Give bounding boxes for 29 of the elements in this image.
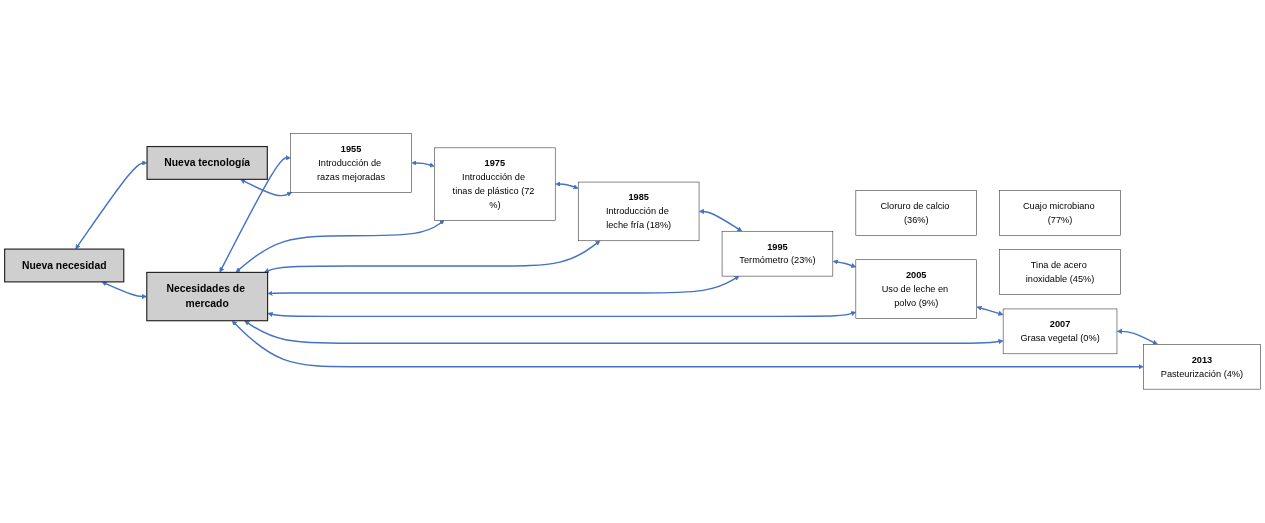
arrow — [264, 240, 601, 273]
arrow — [244, 320, 1004, 345]
node-box: 2005 Uso de leche en polvo (9%) — [855, 259, 977, 319]
arrow — [101, 281, 147, 300]
arrow — [411, 160, 435, 168]
node-box: Tina de acero inoxidable (45%) — [999, 249, 1121, 295]
arrow — [219, 155, 291, 273]
node-box: 2007 Grasa vegetal (0%) — [1002, 308, 1118, 355]
arrow — [75, 160, 148, 250]
node-box: 1975 Introducción de tinas de plástico (72 %) — [434, 147, 556, 221]
node-box: Cuajo microbiano (77%) — [999, 190, 1121, 236]
node-box: 1995 Termómetro (23%) — [721, 231, 834, 277]
node-box: Necesidades de mercado — [146, 271, 269, 322]
node-box: 1985 Introducción de leche fría (18%) — [577, 181, 700, 242]
arrow — [832, 259, 857, 268]
arrow — [699, 209, 743, 232]
arrow — [240, 179, 293, 197]
arrow — [555, 181, 579, 190]
node-box: 1955 Introducción de razas mejoradas — [290, 133, 412, 193]
node-box: Nueva tecnología — [146, 146, 268, 181]
node-box: 2013 Pasteurización (4%) — [1143, 344, 1261, 390]
arrow — [1116, 328, 1158, 345]
arrow — [231, 320, 1144, 370]
node-box: Cloruro de calcio (36%) — [855, 190, 977, 236]
arrow — [267, 276, 740, 296]
arrow — [976, 305, 1004, 316]
arrow — [235, 220, 445, 273]
arrow — [267, 311, 857, 318]
node-box: Nueva necesidad — [4, 248, 125, 283]
